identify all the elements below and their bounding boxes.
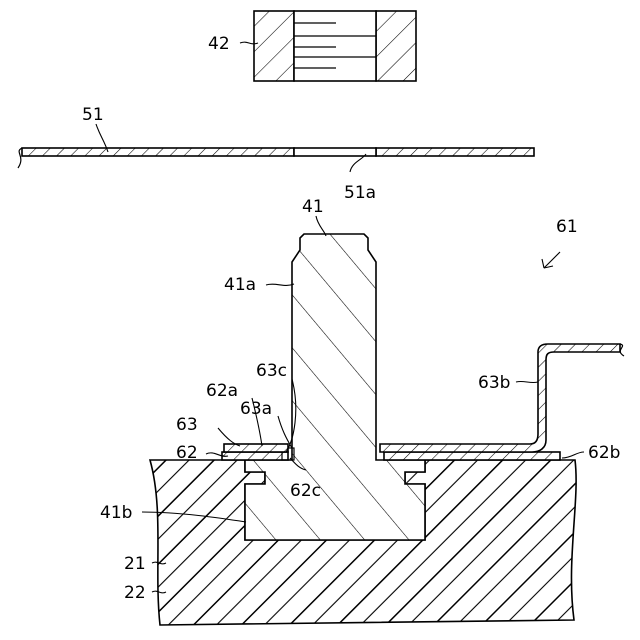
label-42: 42 [208, 34, 230, 54]
label-62b: 62b [588, 443, 620, 463]
label-61: 61 [556, 217, 578, 237]
label-41a: 41a [224, 275, 256, 295]
label-22: 22 [124, 583, 146, 603]
nut-42 [254, 11, 416, 81]
plate-51 [18, 148, 534, 168]
label-62c: 62c [290, 481, 321, 501]
label-41b: 41b [100, 503, 132, 523]
label-62a: 62a [206, 381, 238, 401]
label-51a: 51a [344, 183, 376, 203]
label-41: 41 [302, 197, 324, 217]
label-51: 51 [82, 105, 104, 125]
label-63a: 63a [240, 399, 272, 419]
label-62: 62 [176, 443, 198, 463]
stud-41 [245, 234, 425, 540]
label-63: 63 [176, 415, 198, 435]
label-21: 21 [124, 554, 146, 574]
label-63c: 63c [256, 361, 287, 381]
label-63b: 63b [478, 373, 510, 393]
